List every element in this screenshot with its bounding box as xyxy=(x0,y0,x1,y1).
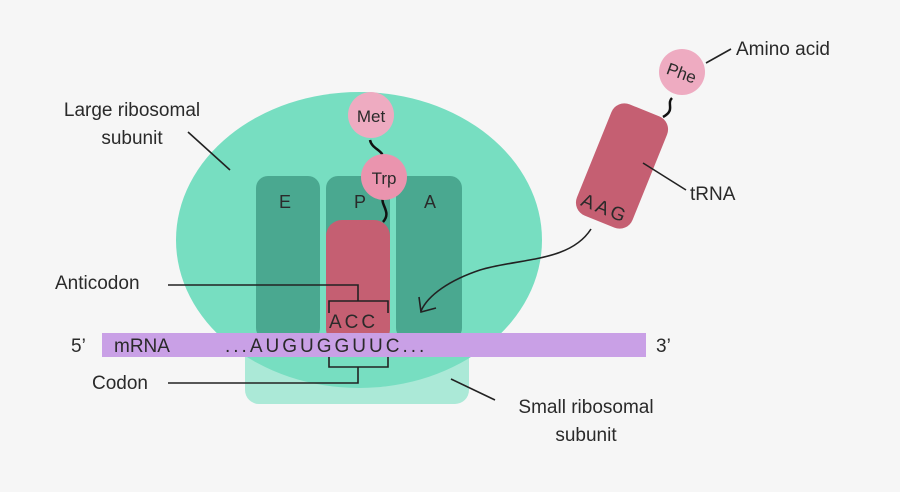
small-subunit-leader-line xyxy=(450,378,496,401)
incoming-trna: AAG xyxy=(575,103,669,229)
met-label: Met xyxy=(357,107,386,126)
amino-acid-met xyxy=(348,92,394,138)
anticodon-leader-line xyxy=(168,284,359,301)
trp-label: Trp xyxy=(372,169,397,188)
phe-link xyxy=(662,97,674,119)
p-site-label: P xyxy=(354,192,366,212)
mrna-sequence: ...AUGUGGUUC... xyxy=(225,336,427,357)
trna-entry-arrow xyxy=(420,228,592,312)
codon-leader-line xyxy=(168,367,359,384)
five-prime-label: 5’ xyxy=(71,336,86,357)
anticodon-label: Anticodon xyxy=(55,273,140,294)
trna-p-site xyxy=(326,220,390,345)
amino-acid-trp xyxy=(361,154,407,200)
trna-label: tRNA xyxy=(690,184,736,205)
a-site-label: A xyxy=(424,192,436,212)
a-site xyxy=(396,176,462,340)
arrow-head-icon xyxy=(418,296,437,314)
amino-acid-label: Amino acid xyxy=(736,39,830,60)
small-subunit-label-line2: subunit xyxy=(555,425,617,446)
trna-leader-line xyxy=(642,162,687,191)
large-subunit-label-line1: Large ribosomal xyxy=(64,100,200,121)
anticodon-sequence: ACC xyxy=(329,312,378,333)
three-prime-label: 3’ xyxy=(656,336,671,357)
incoming-trna-body xyxy=(575,103,669,229)
mrna-label: mRNA xyxy=(114,336,170,357)
small-subunit-label-line1: Small ribosomal xyxy=(518,397,653,418)
codon-label: Codon xyxy=(92,373,148,394)
large-subunit-label-line2: subunit xyxy=(101,128,163,149)
amino-acid-phe xyxy=(659,49,705,95)
e-site xyxy=(256,176,320,340)
mrna-strand xyxy=(102,333,646,357)
amino-acid-leader-line xyxy=(705,48,732,64)
large-subunit-leader-line xyxy=(187,131,231,171)
e-site-label: E xyxy=(279,192,291,212)
